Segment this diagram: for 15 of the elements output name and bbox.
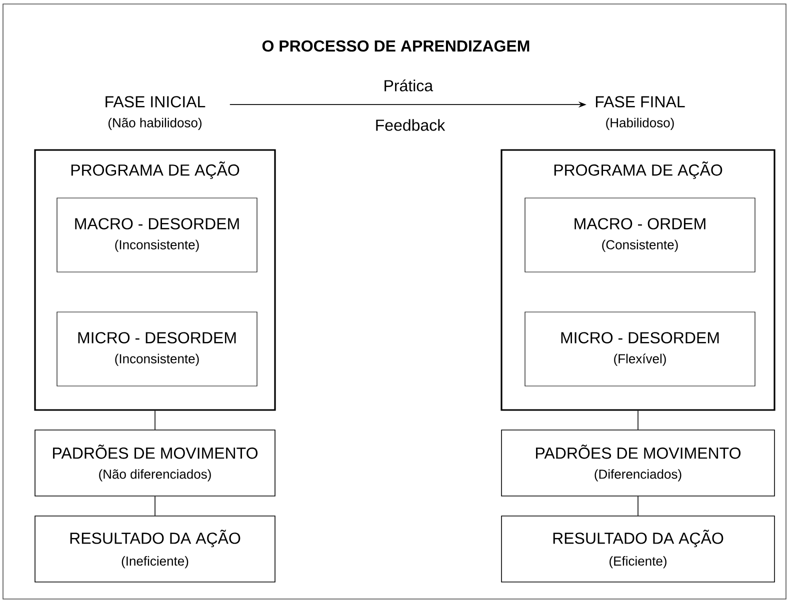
process-box: PADRÕES DE MOVIMENTO (Não diferenciados) (34, 430, 276, 496)
phase-label: FASE INICIAL (Não habilidoso) (106, 96, 206, 130)
process-box: PADRÕES DE MOVIMENTO (Diferenciados) (501, 430, 775, 496)
process-box: MACRO - DESORDEM (Inconsistente) (56, 198, 258, 272)
process-box: RESULTADO DA AÇÃO (Eficiente) (501, 516, 775, 582)
process-box: RESULTADO DA AÇÃO (Ineficiente) (34, 516, 276, 582)
process-box: MACRO - ORDEM (Consistente) (524, 198, 756, 272)
title: O PROCESSO DE APRENDIZAGEM (262, 40, 530, 52)
connector (154, 496, 156, 516)
phase-label: FASE FINAL (Habilidoso) (596, 96, 685, 130)
process-box: MICRO - DESORDEM (Flexível) (524, 312, 756, 386)
edge-label: Prática (382, 78, 434, 92)
connector (154, 410, 156, 430)
note-label: Feedback (376, 119, 446, 131)
process-box: MICRO - DESORDEM (Inconsistente) (56, 312, 258, 386)
